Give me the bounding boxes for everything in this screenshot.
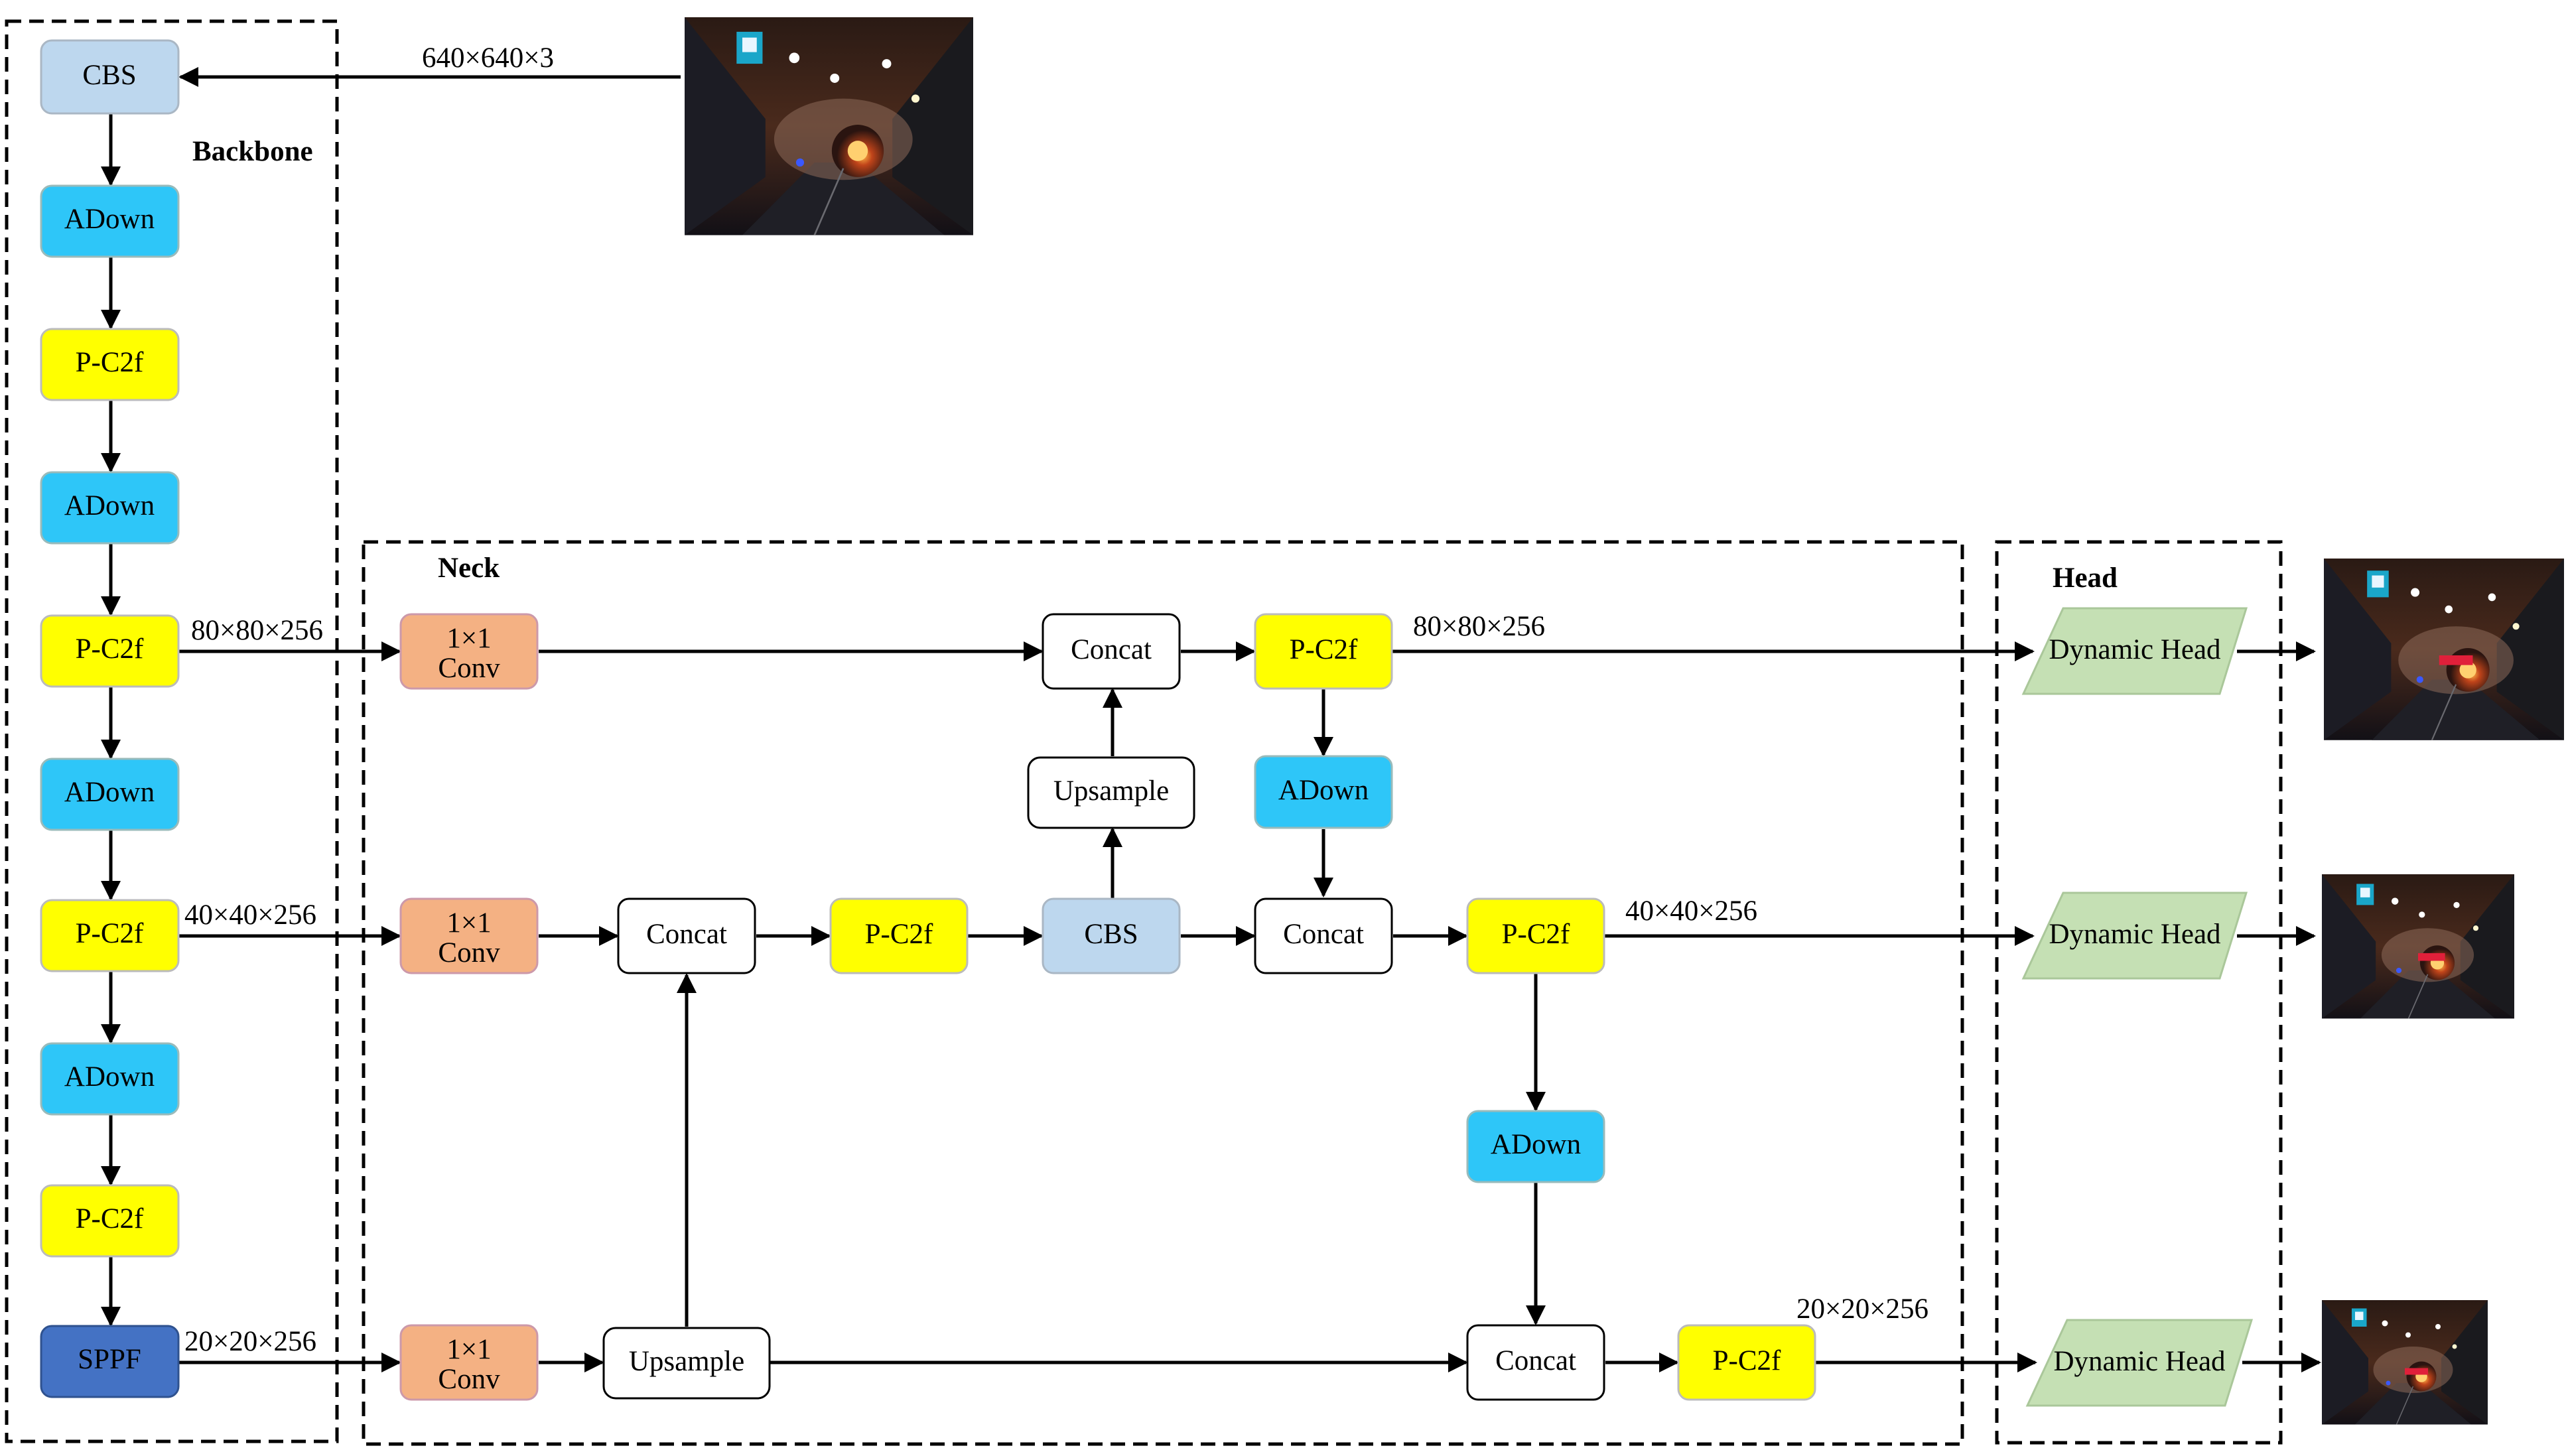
svg-text:1×1: 1×1 [446,907,491,939]
neck-conv-bottom: 1×1 Conv [399,1324,539,1401]
svg-text:CBS: CBS [1084,919,1138,950]
svg-text:ADown: ADown [1491,1129,1581,1160]
svg-text:Conv: Conv [438,653,500,684]
backbone-block-adown-1: ADown [40,184,180,258]
svg-text:SPPF: SPPF [78,1344,141,1375]
svg-text:Conv: Conv [438,1364,500,1395]
svg-text:Dynamic Head: Dynamic Head [2053,1346,2225,1377]
backbone-block-adown-2: ADown [40,471,180,545]
backbone-title: Backbone [192,136,313,167]
svg-text:Conv: Conv [438,937,500,968]
neck-concat-top: Concat [1042,613,1181,690]
svg-text:Dynamic Head: Dynamic Head [2049,919,2220,950]
svg-text:1×1: 1×1 [446,1334,491,1365]
out-size-bottom: 20×20×256 [1796,1293,1928,1325]
backbone-block-cbs: CBS [40,39,180,115]
tap-size-p4: 40×40×256 [184,899,316,931]
svg-text:Concat: Concat [1495,1345,1576,1376]
neck-adown-lower: ADown [1466,1110,1605,1183]
input-image [683,16,975,236]
head-title: Head [2053,563,2118,594]
neck-cbs-mid: CBS [1042,897,1181,974]
svg-text:ADown: ADown [64,777,155,808]
svg-text:Concat: Concat [1283,919,1364,950]
svg-text:P-C2f: P-C2f [1290,634,1358,665]
head-dynamic-head-mid: Dynamic Head [2021,892,2248,980]
neck-pc2f-mid-left: P-C2f [829,897,969,974]
neck-pc2f-mid-right: P-C2f [1466,897,1605,974]
svg-text:P-C2f: P-C2f [76,1203,144,1234]
neck-adown-upper: ADown [1254,755,1393,829]
tap-size-p5: 20×20×256 [184,1326,316,1357]
backbone-block-sppf: SPPF [40,1325,180,1398]
svg-text:P-C2f: P-C2f [76,633,144,665]
neck-group-outline [362,540,1964,1446]
backbone-block-pc2f-4: P-C2f [40,1184,180,1258]
svg-text:P-C2f: P-C2f [76,347,144,378]
svg-text:Upsample: Upsample [1053,775,1169,807]
backbone-block-adown-3: ADown [40,758,180,831]
svg-text:Upsample: Upsample [629,1346,744,1377]
output-image-large [2323,557,2565,741]
output-image-small [2321,1299,2488,1425]
svg-text:P-C2f: P-C2f [76,918,144,949]
svg-text:P-C2f: P-C2f [1502,919,1570,950]
svg-text:Concat: Concat [646,919,727,950]
backbone-block-pc2f-2: P-C2f [40,614,180,688]
svg-text:ADown: ADown [64,490,155,521]
backbone-block-pc2f-3: P-C2f [40,899,180,972]
backbone-block-adown-4: ADown [40,1042,180,1116]
input-size-label: 640×640×3 [422,42,554,74]
neck-conv-top: 1×1 Conv [399,613,539,690]
neck-upsample-upper: Upsample [1027,756,1195,829]
neck-title: Neck [438,553,500,584]
svg-text:ADown: ADown [1278,775,1369,806]
neck-conv-mid: 1×1 Conv [399,897,539,974]
out-size-mid: 40×40×256 [1625,895,1757,927]
tap-size-p3: 80×80×256 [191,615,323,646]
neck-concat-mid-right: Concat [1254,897,1393,974]
svg-text:Dynamic Head: Dynamic Head [2049,634,2220,665]
neck-upsample-lower: Upsample [602,1327,771,1400]
svg-text:Concat: Concat [1071,634,1152,665]
svg-text:ADown: ADown [64,204,155,235]
backbone-group-outline [5,19,339,1443]
neck-pc2f-bottom: P-C2f [1677,1324,1816,1401]
svg-text:1×1: 1×1 [446,623,491,654]
svg-text:ADown: ADown [64,1061,155,1092]
backbone-block-pc2f-1: P-C2f [40,328,180,401]
svg-text:P-C2f: P-C2f [1713,1345,1781,1376]
out-size-top: 80×80×256 [1413,611,1545,642]
head-group-outline [1995,540,2283,1445]
output-image-medium [2321,874,2515,1020]
neck-pc2f-top: P-C2f [1254,613,1393,690]
head-dynamic-head-bottom: Dynamic Head [2025,1319,2254,1407]
neck-concat-bottom: Concat [1466,1324,1605,1401]
svg-text:P-C2f: P-C2f [865,919,933,950]
head-dynamic-head-top: Dynamic Head [2021,607,2248,695]
svg-text:CBS: CBS [82,60,136,91]
neck-concat-mid-left: Concat [617,897,756,974]
